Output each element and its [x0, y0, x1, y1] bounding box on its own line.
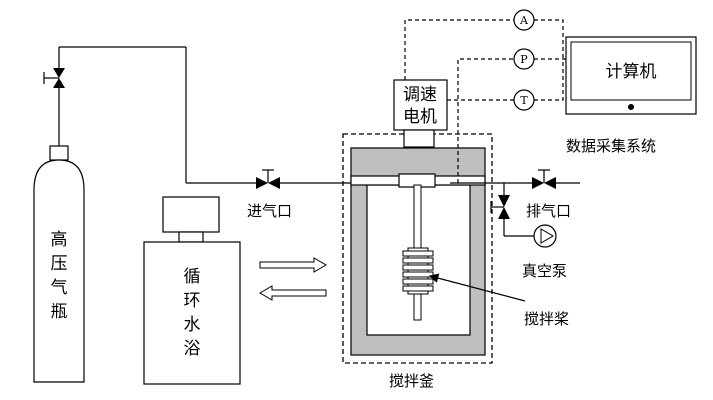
inlet-label: 进气口 [247, 202, 292, 220]
gauge-a: A [513, 9, 535, 31]
bath-label-2: 环 [184, 291, 201, 311]
motor-label-2: 电机 [403, 107, 437, 127]
cylinder-label-2: 压 [51, 254, 68, 274]
motor-label-1: 调速 [403, 85, 437, 105]
gas-supply-line [58, 46, 378, 184]
gauge-t: T [513, 89, 535, 111]
stirring-paddle [402, 247, 434, 295]
bath-label-4: 浴 [184, 339, 201, 359]
signal-lines [404, 19, 566, 183]
inlet-valve-icon [256, 169, 280, 189]
gauge-a-label: A [519, 14, 529, 27]
gauge-p: P [513, 48, 535, 70]
bath-label-1: 循 [184, 267, 201, 287]
computer-monitor-icon: 计算机 [565, 36, 697, 115]
gauge-t-label: T [520, 94, 528, 107]
cylinder-label-3: 气 [51, 278, 68, 298]
gas-cylinder: 高 压 气 瓶 [33, 145, 85, 383]
cylinder-label-1: 高 [51, 230, 68, 250]
motor: 调速 电机 [393, 79, 448, 148]
gauge-p-label: P [520, 53, 528, 66]
flow-arrow-to-reactor [259, 257, 327, 273]
computer-label: 计算机 [606, 62, 657, 82]
daq-label: 数据采集系统 [566, 137, 656, 155]
paddle-pointer [428, 273, 526, 302]
outlet-line [450, 182, 580, 237]
cylinder-label-4: 瓶 [51, 302, 68, 322]
outlet-label: 排气口 [526, 202, 571, 220]
reactor-label: 搅拌釜 [389, 372, 434, 390]
cylinder-valve-icon [43, 68, 65, 88]
bath-label-3: 水 [184, 315, 201, 335]
outlet-valve-icon [532, 169, 556, 189]
vacuum-pump-icon [533, 224, 557, 248]
pump-valve-icon [490, 195, 510, 219]
pump-label: 真空泵 [522, 262, 567, 280]
paddle-label: 搅拌桨 [524, 310, 569, 328]
water-bath: 循 环 水 浴 [143, 196, 241, 385]
flow-arrow-to-bath [259, 285, 327, 301]
